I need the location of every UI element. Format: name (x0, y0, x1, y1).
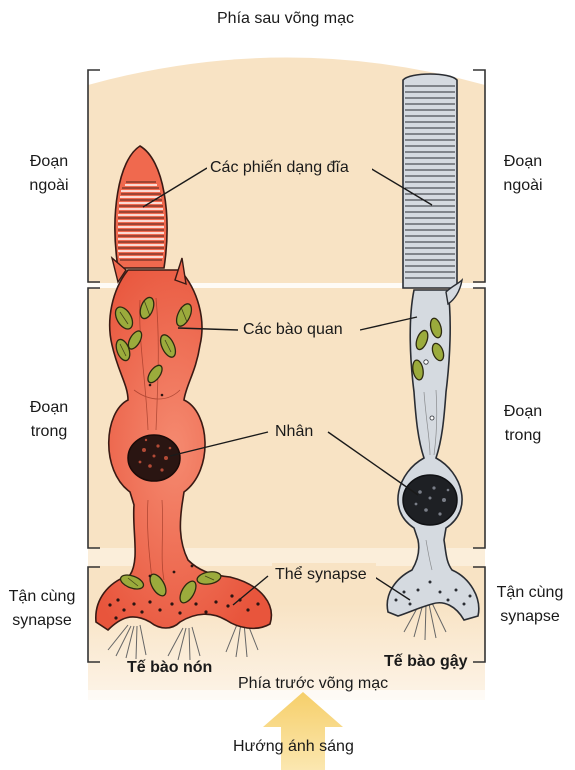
left-outer-segment-label: Đoạn ngoài (14, 150, 84, 198)
right-outer-line1: Đoạn (503, 153, 543, 170)
rod-mitochondria (412, 317, 445, 381)
right-inner-line2: trong (504, 427, 542, 444)
rod-cell (386, 73, 480, 641)
right-inner-line1: Đoạn (503, 403, 543, 420)
left-inner-line2: trong (30, 423, 68, 440)
left-inner-line1: Đoạn (29, 399, 69, 416)
light-direction-label: Hướng ánh sáng (233, 738, 354, 755)
left-outer-line1: Đoạn (29, 153, 69, 170)
left-inner-segment-label: Đoạn trong (14, 396, 84, 444)
cone-cell-label: Tế bào nón (127, 659, 213, 676)
cone-nucleus (127, 434, 181, 482)
left-synaptic-line1: Tận cùng (8, 588, 76, 605)
callout-lines (142, 167, 433, 606)
back-of-retina-label: Phía sau võng mạc (217, 10, 354, 27)
cone-discs (118, 181, 164, 261)
right-inner-segment-label: Đoạn trong (488, 400, 558, 448)
left-brackets (87, 69, 100, 663)
rod-discs (405, 85, 455, 279)
cone-cell (95, 145, 273, 661)
right-outer-line2: ngoài (503, 177, 543, 194)
rod-nucleus (402, 474, 458, 526)
left-synaptic-terminal-label: Tận cùng synapse (0, 585, 84, 633)
nucleus-callout: Nhân (275, 423, 314, 440)
left-outer-line2: ngoài (29, 177, 69, 194)
discs-callout: Các phiến dạng đĩa (210, 159, 349, 176)
right-synaptic-terminal-label: Tận cùng synapse (487, 581, 573, 629)
organelles-callout: Các bào quan (243, 321, 343, 338)
left-synaptic-line2: synapse (12, 612, 72, 629)
rod-vesicles (394, 580, 472, 606)
right-brackets (473, 69, 486, 663)
right-synaptic-line1: Tận cùng (496, 584, 564, 601)
right-outer-segment-label: Đoạn ngoài (488, 150, 558, 198)
rod-cell-label: Tế bào gậy (384, 653, 468, 670)
front-of-retina-label: Phía trước võng mạc (238, 675, 389, 692)
synaptic-body-callout: Thể synapse (275, 566, 367, 583)
light-direction-arrow (263, 692, 343, 770)
right-synaptic-line2: synapse (500, 608, 560, 625)
